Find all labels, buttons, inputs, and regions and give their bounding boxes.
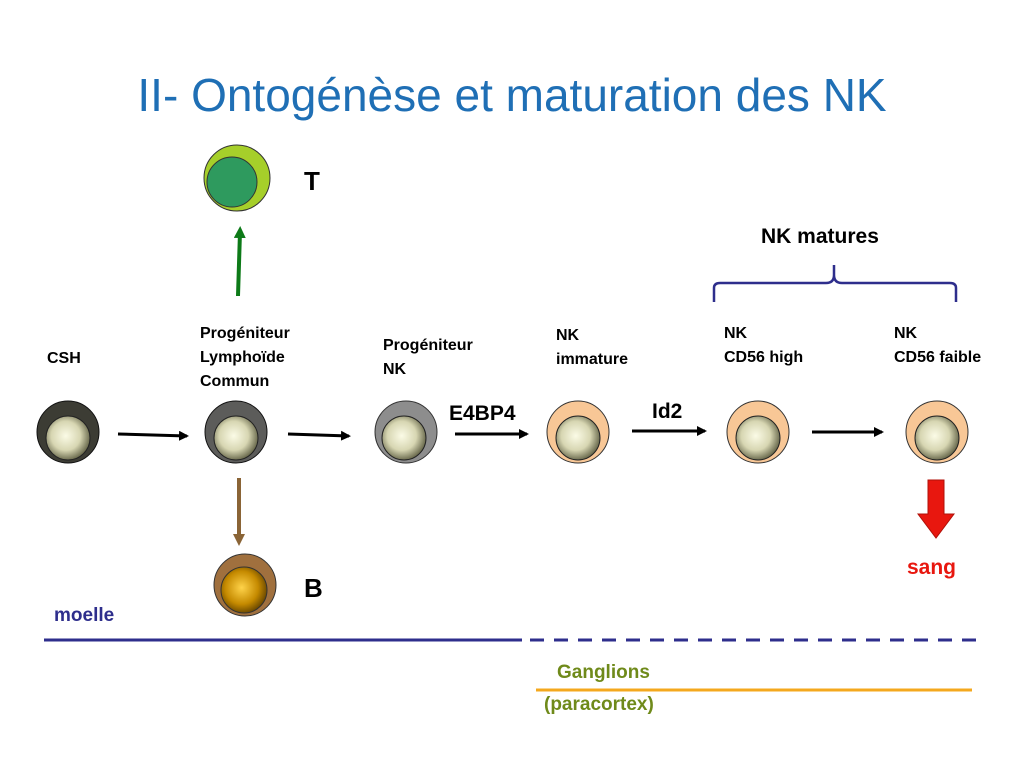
stage-line: NK	[724, 325, 748, 342]
stage-line: CD56 faible	[894, 349, 982, 366]
stage-line: NK	[894, 325, 918, 342]
stage-label-nki: NK immature	[556, 324, 628, 372]
page-title: II- Ontogénèse et maturation des NK	[137, 69, 887, 121]
t-lineage-arrow	[233, 226, 246, 297]
factor-e4bp4: E4BP4	[449, 402, 516, 425]
blood-arrow-icon	[917, 479, 955, 539]
arrow-plc-pnk	[287, 430, 351, 441]
pnk-cell-icon	[374, 400, 438, 464]
lymph-node-sublabel: (paracortex)	[544, 694, 654, 715]
blood-label: sang	[907, 556, 957, 579]
b-cell-label: B	[304, 573, 323, 603]
mature-brace-icon	[712, 265, 958, 302]
nk-immature-cell-icon	[546, 400, 610, 464]
marrow-label: moelle	[54, 605, 115, 626]
nk-cd56-faible-cell-icon	[905, 400, 969, 464]
stage-label-plc: Progéniteur Lymphoïde Commun	[200, 322, 290, 394]
stage-label-pnk: Progéniteur NK	[383, 334, 473, 382]
lymph-node-label: Ganglions	[557, 662, 650, 683]
stage-line: NK	[383, 361, 407, 378]
b-cell-icon	[213, 553, 277, 617]
t-cell-icon	[203, 144, 271, 212]
stage-line: CD56 high	[724, 349, 804, 366]
stage-line: Lymphoïde	[200, 349, 285, 366]
stage-line: immature	[556, 351, 629, 368]
stage-line: CSH	[47, 350, 81, 367]
t-cell-label: T	[304, 166, 320, 196]
stage-line: NK	[556, 327, 580, 344]
stage-line: Progéniteur	[200, 325, 290, 342]
factor-id2: Id2	[652, 400, 683, 423]
stage-line: Commun	[200, 373, 270, 390]
stage-line: Progéniteur	[383, 337, 473, 354]
plc-cell-icon	[204, 400, 268, 464]
stage-label-nkf: NK CD56 faible	[894, 322, 981, 370]
csh-cell-icon	[36, 400, 100, 464]
nk-matures-label: NK matures	[761, 225, 879, 248]
stage-label-nkh: NK CD56 high	[724, 322, 803, 370]
stage-label-csh: CSH	[47, 347, 81, 371]
arrow-csh-plc	[117, 430, 189, 441]
nk-cd56-high-cell-icon	[726, 400, 790, 464]
